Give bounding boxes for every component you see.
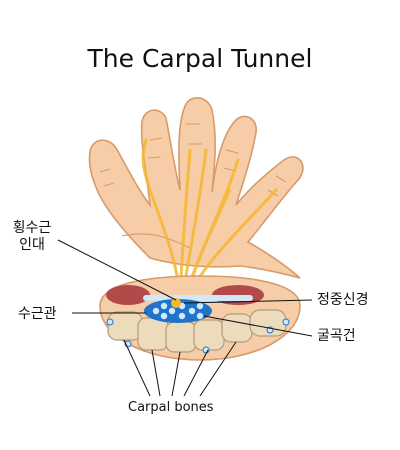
wrist-cross-section <box>99 275 301 361</box>
leader-bone-4 <box>183 349 209 397</box>
leader-median-nerve <box>183 299 313 304</box>
flexor-tendons <box>152 302 204 320</box>
label-carpal-bones: Carpal bones <box>128 400 214 415</box>
leader-bone-3 <box>171 351 181 397</box>
label-tcl-line1: 횡수근 <box>12 220 52 236</box>
label-transverse-carpal-ligament: 횡수근 인대 <box>6 220 58 254</box>
label-flexor-tendons: 굴곡건 <box>317 328 356 344</box>
label-tcl-line2: 인대 <box>19 237 45 253</box>
leader-bone-2 <box>151 349 161 397</box>
thenar-muscle <box>106 285 150 305</box>
leader-bone-1 <box>123 339 151 397</box>
leader-flexor-tendons <box>203 315 313 337</box>
hand-outline <box>88 97 304 279</box>
diagram-title: The Carpal Tunnel <box>87 44 313 73</box>
median-nerve-section <box>171 298 181 308</box>
label-median-nerve: 정중신경 <box>317 292 369 308</box>
label-carpal-tunnel: 수근관 <box>18 306 57 322</box>
leader-ligament <box>57 239 177 301</box>
leader-bone-5 <box>199 341 237 397</box>
leader-lines <box>57 239 313 397</box>
